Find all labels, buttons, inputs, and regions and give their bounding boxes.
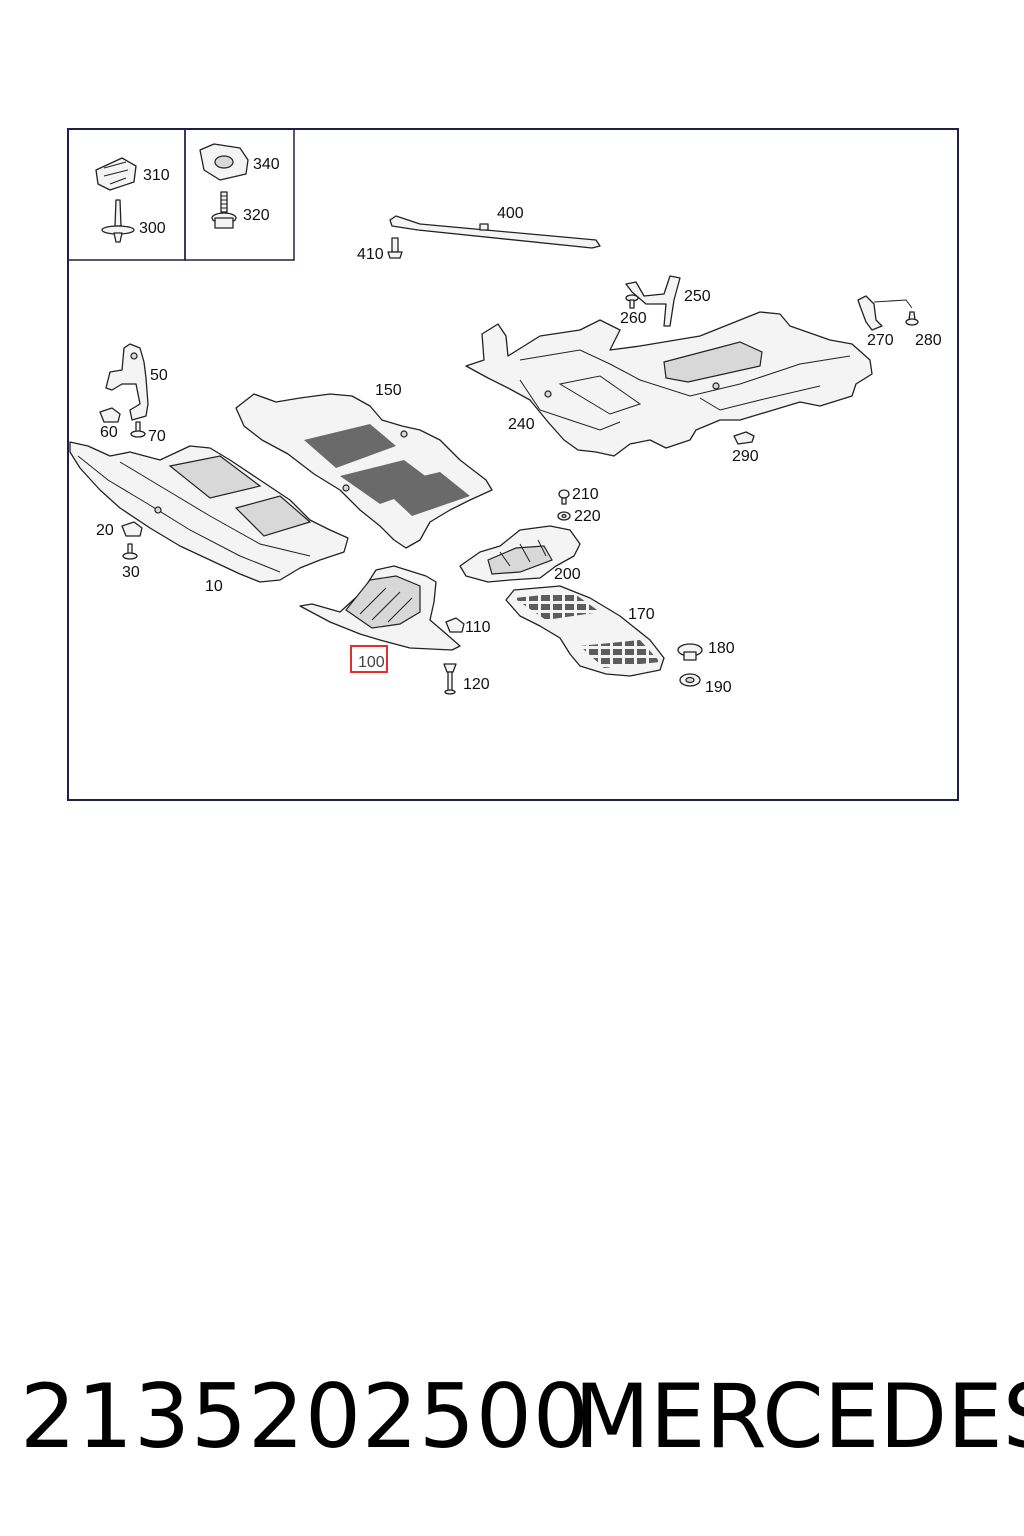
part-200-cover (459, 525, 581, 583)
label-50: 50 (150, 367, 168, 384)
part-170-grid-panel (505, 585, 665, 677)
part-320-bolt-icon (211, 191, 237, 229)
label-200: 200 (554, 566, 581, 583)
part-240-underbody-panel (465, 311, 873, 457)
label-240: 240 (508, 416, 535, 433)
part-100-side-panel (299, 565, 461, 651)
part-400-strut-bar (389, 215, 601, 249)
label-20: 20 (96, 522, 114, 539)
label-280: 280 (915, 332, 942, 349)
part-20-clip-icon (121, 521, 143, 537)
brand-name: MERCEDES (574, 1365, 1024, 1468)
part-290-clip-icon (733, 431, 755, 445)
part-310-clip-icon (95, 157, 137, 191)
inset-box-right (184, 128, 295, 261)
label-170: 170 (628, 606, 655, 623)
part-190-washer-icon (679, 673, 701, 687)
part-210-screw-icon (558, 489, 570, 505)
part-70-push-pin-icon (130, 421, 146, 438)
part-110-clip-icon (445, 617, 465, 633)
part-150-underbody-panel (235, 393, 493, 549)
part-30-push-pin-icon (122, 543, 138, 560)
label-410: 410 (357, 246, 384, 263)
label-30: 30 (122, 564, 140, 581)
part-340-clip-nut-icon (199, 143, 249, 181)
part-260-screw-icon (625, 294, 639, 309)
parts-diagram: 310 300 340 320 400 410 250 260 270 280 … (67, 128, 959, 801)
label-110: 110 (465, 619, 491, 636)
part-270-bracket (857, 295, 913, 331)
part-10-front-undertray (69, 441, 349, 583)
label-100: 100 (358, 654, 385, 671)
highlight-box (350, 645, 388, 673)
label-220: 220 (574, 508, 601, 525)
label-190: 190 (705, 679, 732, 696)
label-210: 210 (572, 486, 599, 503)
label-150: 150 (375, 382, 402, 399)
label-340: 340 (253, 156, 280, 173)
label-250: 250 (684, 288, 711, 305)
part-60-clip-icon (99, 407, 121, 423)
part-number: 2135202500 (20, 1365, 590, 1468)
part-410-bolt-icon (387, 237, 403, 259)
label-120: 120 (463, 676, 490, 693)
inset-box-left (67, 128, 186, 261)
label-270: 270 (867, 332, 894, 349)
label-300: 300 (139, 220, 166, 237)
diagram-frame (67, 128, 959, 801)
part-180-grommet-icon (677, 643, 703, 661)
label-260: 260 (620, 310, 647, 327)
label-10: 10 (205, 578, 223, 595)
label-320: 320 (243, 207, 270, 224)
label-400: 400 (497, 205, 524, 222)
label-290: 290 (732, 448, 759, 465)
part-120-screw-icon (443, 663, 457, 695)
part-300-push-pin-icon (101, 199, 135, 243)
part-250-bracket (625, 275, 681, 327)
label-70: 70 (148, 428, 166, 445)
part-280-screw-icon (905, 311, 919, 326)
label-60: 60 (100, 424, 118, 441)
label-310: 310 (143, 167, 170, 184)
label-180: 180 (708, 640, 735, 657)
footer: 2135202500 MERCEDES (0, 1362, 1024, 1472)
part-50-bracket (105, 343, 149, 421)
part-220-washer-icon (557, 511, 571, 521)
